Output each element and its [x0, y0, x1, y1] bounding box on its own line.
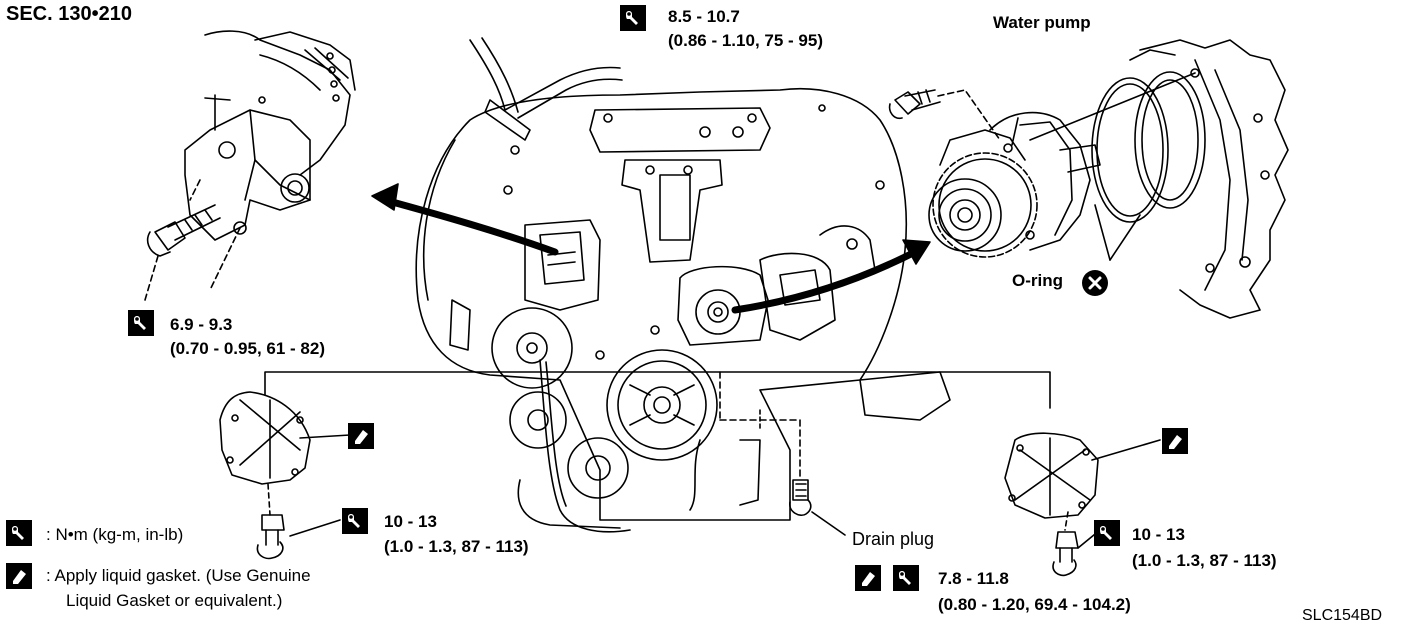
- drain-plug-label: Drain plug: [852, 529, 935, 549]
- water-pump-detail: [888, 39, 1289, 319]
- torque-wrench-icon: [342, 508, 368, 534]
- torque-top-nm: 8.5 - 10.7: [668, 7, 740, 26]
- section-number: SEC. 130•210: [6, 3, 132, 25]
- torque-wrench-icon: [1094, 520, 1120, 546]
- legend-gasket-text-2: Liquid Gasket or equivalent.): [66, 591, 283, 610]
- torque-right-lower-other: (1.0 - 1.3, 87 - 113): [1132, 551, 1277, 570]
- torque-top-other: (0.86 - 1.10, 75 - 95): [668, 31, 823, 50]
- drain-plug-detail: [719, 371, 846, 536]
- torque-left-lower-other: (1.0 - 1.3, 87 - 113): [384, 537, 529, 556]
- left-cover-detail: [219, 371, 1051, 560]
- torque-drain-other: (0.80 - 1.20, 69.4 - 104.2): [938, 595, 1131, 614]
- torque-left-upper-nm: 6.9 - 9.3: [170, 315, 233, 334]
- do-not-reuse-icon: [1082, 270, 1108, 296]
- torque-wrench-icon: [6, 520, 32, 546]
- liquid-gasket-icon: [348, 423, 374, 449]
- right-cover-detail: [1004, 432, 1161, 577]
- liquid-gasket-icon: [6, 563, 32, 589]
- torque-drain-nm: 7.8 - 11.8: [938, 569, 1009, 588]
- torque-left-upper-other: (0.70 - 0.95, 61 - 82): [170, 339, 325, 358]
- torque-right-lower-nm: 10 - 13: [1132, 525, 1185, 544]
- engine-front: [415, 37, 951, 533]
- torque-wrench-icon: [893, 565, 919, 591]
- torque-wrench-icon: [620, 5, 646, 31]
- water-pump-label: Water pump: [993, 13, 1091, 32]
- torque-wrench-icon: [128, 310, 154, 336]
- thermostat-housing-detail: [144, 30, 356, 301]
- diagram-code: SLC154BD: [1302, 607, 1383, 624]
- o-ring-label: O-ring: [1012, 271, 1063, 290]
- legend-gasket-text: : Apply liquid gasket. (Use Genuine: [46, 566, 311, 585]
- torque-left-lower-nm: 10 - 13: [384, 512, 437, 531]
- legend-torque-text: : N•m (kg-m, in-lb): [46, 525, 184, 544]
- liquid-gasket-icon: [1162, 428, 1188, 454]
- liquid-gasket-icon: [855, 565, 881, 591]
